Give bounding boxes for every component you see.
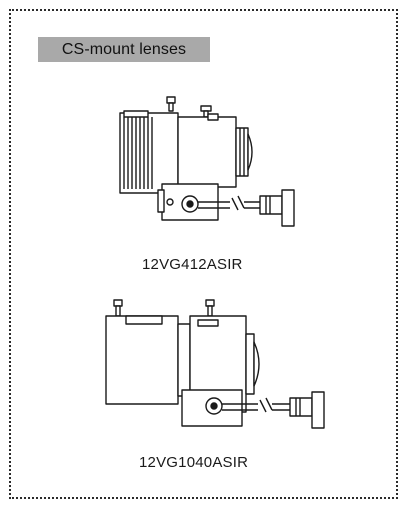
lens-illustration-12vg1040asir [105, 299, 325, 429]
model-label-12vg412asir: 12VG412ASIR [142, 256, 243, 273]
lens-illustration-12vg412asir [119, 96, 295, 227]
model-label-12vg1040asir: 12VG1040ASIR [139, 454, 249, 471]
document-frame [9, 9, 398, 499]
section-label: CS-mount lenses [38, 37, 210, 62]
